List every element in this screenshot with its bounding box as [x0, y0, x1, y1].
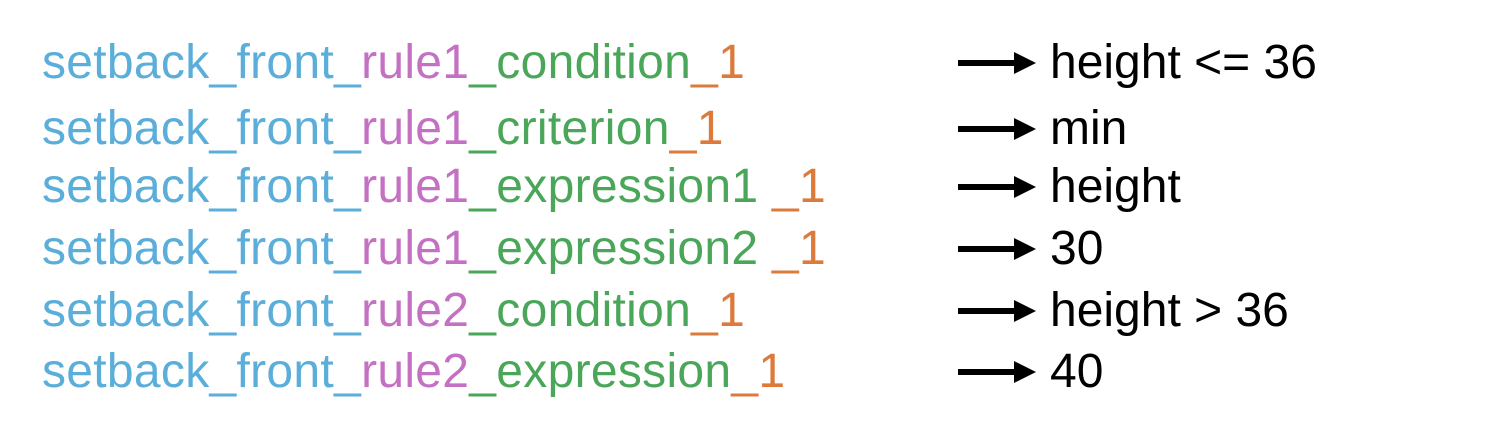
variable-property: _condition	[469, 36, 692, 89]
variable-rule: rule1	[361, 222, 470, 275]
variable-prefix: setback_front_	[42, 102, 362, 155]
variable-property: _expression2	[469, 222, 759, 275]
variable-property: _criterion	[469, 102, 670, 155]
variable-rule: rule2	[361, 284, 470, 337]
variable-index: _1	[691, 284, 746, 337]
variable-name: setback_front_rule2_condition_1	[42, 280, 745, 342]
variable-property: _condition	[469, 284, 692, 337]
variable-property: _expression1	[469, 160, 759, 213]
right-arrow-icon	[958, 300, 1036, 322]
variable-rule: rule1	[361, 102, 470, 155]
variable-prefix: setback_front_	[42, 284, 362, 337]
mapping-row: setback_front_rule2_expression_1 40	[0, 341, 1498, 403]
variable-prefix: setback_front_	[42, 222, 362, 275]
mapping-row: setback_front_rule1_criterion_1 min	[0, 98, 1498, 160]
variable-rule: rule1	[361, 36, 470, 89]
variable-prefix: setback_front_	[42, 345, 362, 398]
variable-value: height > 36	[1050, 284, 1289, 337]
mapping-row: setback_front_rule1_condition_1 height <…	[0, 32, 1498, 94]
variable-index: _1	[691, 36, 746, 89]
variable-name: setback_front_rule1_expression2 _1	[42, 218, 826, 280]
mapping-row: setback_front_rule1_expression2 _1 30	[0, 218, 1498, 280]
right-arrow-icon	[958, 176, 1036, 198]
right-arrow-icon	[958, 118, 1036, 140]
mapping-row: setback_front_rule1_expression1 _1 heigh…	[0, 156, 1498, 218]
variable-rule: rule2	[361, 345, 470, 398]
variable-name: setback_front_rule1_criterion_1	[42, 98, 724, 160]
variable-value: 40	[1050, 345, 1104, 398]
variable-prefix: setback_front_	[42, 36, 362, 89]
mapping-row: setback_front_rule2_condition_1 height >…	[0, 280, 1498, 342]
variable-value: height <= 36	[1050, 36, 1317, 89]
variable-index: _1	[669, 102, 724, 155]
right-arrow-icon	[958, 52, 1036, 74]
variable-value: min	[1050, 102, 1128, 155]
right-arrow-icon	[958, 238, 1036, 260]
variable-name: setback_front_rule1_condition_1	[42, 32, 745, 94]
variable-name: setback_front_rule2_expression_1	[42, 341, 785, 403]
variable-value: height	[1050, 160, 1181, 213]
variable-index: _1	[731, 345, 786, 398]
right-arrow-icon	[958, 361, 1036, 383]
variable-index: _1	[758, 222, 827, 275]
variable-index: _1	[758, 160, 827, 213]
variable-prefix: setback_front_	[42, 160, 362, 213]
variable-rule: rule1	[361, 160, 470, 213]
variable-value: 30	[1050, 222, 1104, 275]
variable-name: setback_front_rule1_expression1 _1	[42, 156, 826, 218]
variable-property: _expression	[469, 345, 732, 398]
